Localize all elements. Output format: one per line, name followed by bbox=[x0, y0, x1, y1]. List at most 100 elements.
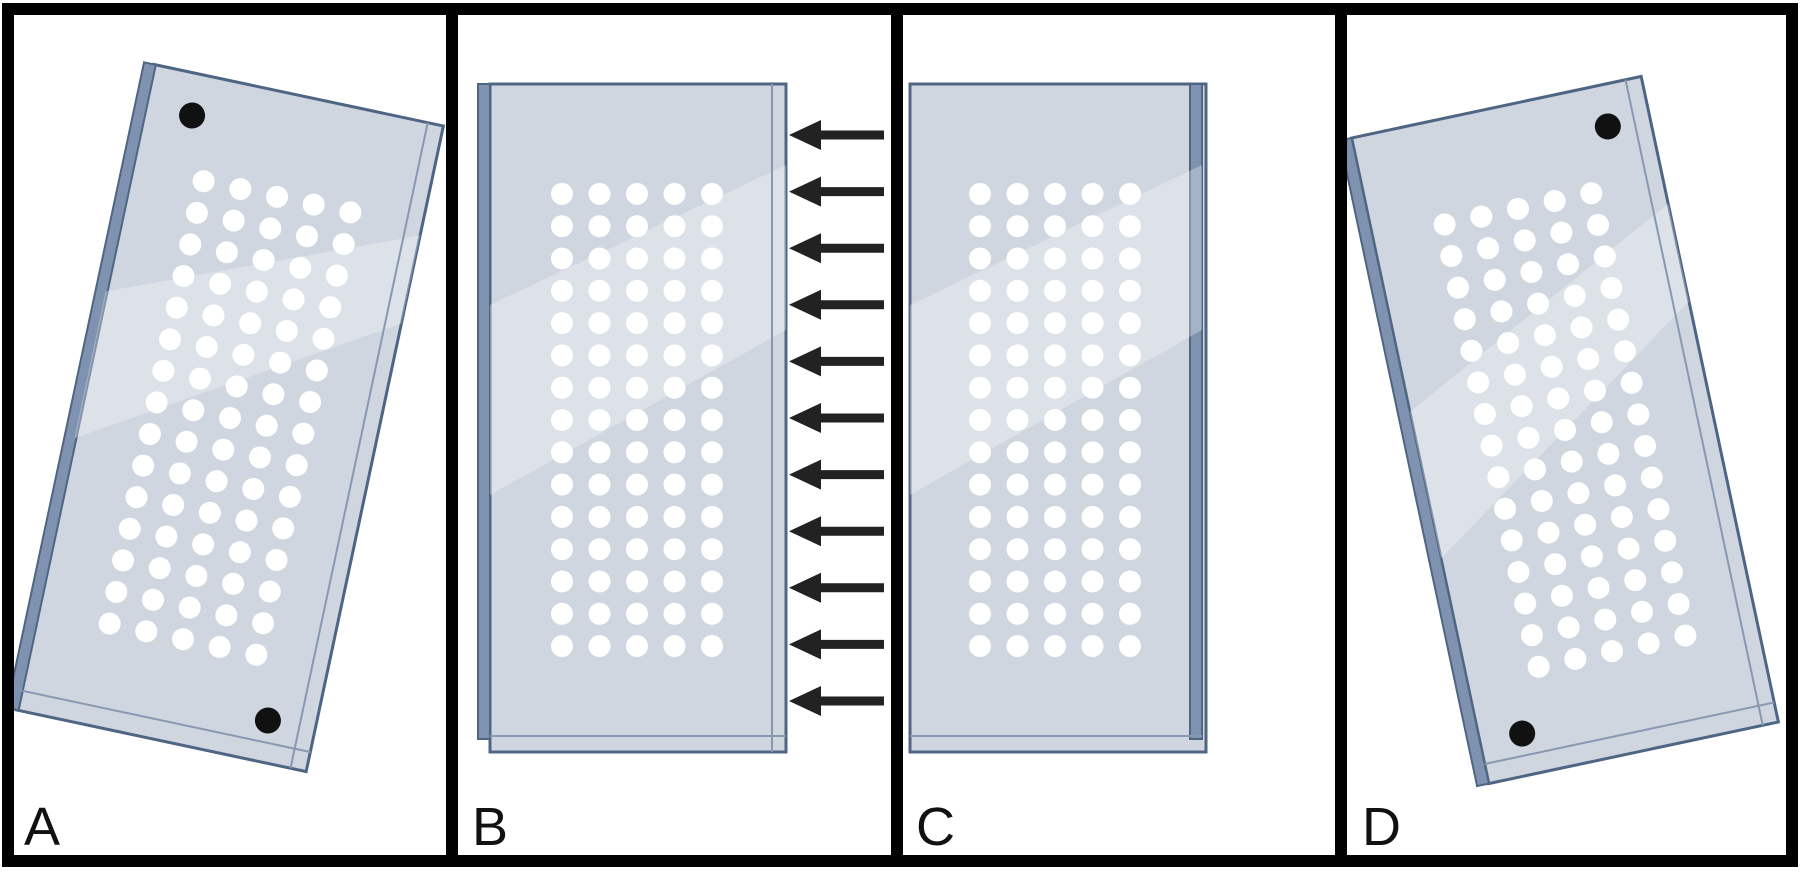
hole bbox=[242, 477, 265, 500]
hole bbox=[663, 247, 686, 270]
hole bbox=[1460, 339, 1483, 362]
hole bbox=[663, 635, 686, 658]
hole bbox=[588, 182, 611, 205]
hole bbox=[626, 182, 648, 205]
hole bbox=[225, 375, 248, 398]
hole bbox=[1617, 537, 1640, 560]
hole bbox=[1006, 538, 1029, 561]
hole bbox=[969, 344, 991, 367]
hole bbox=[551, 570, 573, 593]
glass-plate-b bbox=[477, 82, 788, 754]
hole bbox=[626, 409, 648, 431]
arrow bbox=[789, 459, 884, 490]
hole bbox=[1119, 376, 1141, 399]
hole bbox=[1119, 215, 1141, 238]
hole bbox=[165, 296, 188, 319]
hole bbox=[1119, 279, 1141, 302]
hole bbox=[1119, 570, 1141, 593]
hole bbox=[1006, 376, 1029, 399]
arrow bbox=[789, 403, 884, 433]
hole bbox=[192, 533, 215, 556]
hole bbox=[551, 505, 573, 528]
arrow bbox=[789, 686, 884, 716]
hole bbox=[1044, 570, 1066, 593]
hole bbox=[229, 178, 252, 201]
hole bbox=[1520, 261, 1543, 284]
hole bbox=[1587, 576, 1610, 599]
hole bbox=[701, 602, 723, 625]
hole bbox=[1547, 387, 1570, 410]
hole bbox=[262, 383, 285, 406]
marker-dot bbox=[179, 102, 206, 129]
hole bbox=[588, 473, 611, 496]
hole bbox=[1467, 371, 1490, 394]
hole bbox=[969, 279, 991, 302]
hole bbox=[1527, 655, 1550, 678]
hole bbox=[663, 602, 686, 625]
hole bbox=[1473, 402, 1496, 425]
hole bbox=[969, 473, 991, 496]
hole bbox=[1081, 279, 1104, 302]
arrow bbox=[789, 233, 884, 264]
hole bbox=[1587, 213, 1610, 236]
hole bbox=[138, 423, 161, 446]
hole bbox=[969, 505, 991, 528]
hole bbox=[701, 247, 723, 270]
hole bbox=[701, 279, 723, 302]
hole bbox=[1044, 602, 1066, 625]
hole bbox=[1477, 237, 1500, 260]
hole bbox=[1580, 182, 1603, 205]
panel-label-b: B bbox=[472, 797, 508, 857]
hole bbox=[1470, 205, 1493, 228]
hole bbox=[663, 344, 686, 367]
hole bbox=[551, 602, 573, 625]
hole bbox=[198, 501, 221, 524]
hole bbox=[1006, 409, 1029, 431]
hole bbox=[1006, 215, 1029, 238]
hole bbox=[663, 215, 686, 238]
hole bbox=[969, 602, 991, 625]
hole bbox=[588, 635, 611, 658]
panel-frame bbox=[2, 3, 1798, 867]
hole bbox=[1119, 312, 1141, 335]
hole bbox=[1006, 279, 1029, 302]
hole bbox=[1550, 221, 1573, 244]
hole bbox=[663, 182, 686, 205]
hole bbox=[969, 409, 991, 431]
hole bbox=[663, 312, 686, 335]
hole bbox=[1081, 312, 1104, 335]
hole bbox=[1081, 441, 1104, 464]
hole bbox=[179, 233, 202, 256]
hole bbox=[1647, 498, 1670, 521]
hole bbox=[168, 462, 191, 485]
hole bbox=[701, 215, 723, 238]
hole bbox=[1620, 371, 1643, 394]
hole bbox=[272, 517, 295, 540]
hole bbox=[1119, 247, 1141, 270]
arrow bbox=[789, 176, 884, 207]
hole bbox=[1487, 466, 1510, 489]
hole bbox=[551, 215, 573, 238]
hole bbox=[551, 538, 573, 561]
arrow bbox=[789, 346, 884, 377]
hole bbox=[215, 604, 238, 627]
hole bbox=[258, 580, 281, 603]
hole bbox=[1081, 247, 1104, 270]
hole bbox=[255, 414, 278, 437]
marker-dot bbox=[1509, 720, 1536, 747]
hole bbox=[269, 351, 292, 374]
hole bbox=[248, 446, 271, 469]
hole bbox=[701, 473, 723, 496]
hole-grid-b bbox=[551, 182, 723, 658]
hole bbox=[969, 441, 991, 464]
hole bbox=[1044, 182, 1066, 205]
hole bbox=[162, 493, 185, 516]
hole bbox=[275, 320, 298, 343]
hole bbox=[1044, 279, 1066, 302]
hole bbox=[1119, 602, 1141, 625]
hole bbox=[1567, 482, 1590, 505]
hole bbox=[1537, 521, 1560, 544]
hole bbox=[1081, 635, 1104, 658]
hole bbox=[701, 182, 723, 205]
hole bbox=[319, 296, 342, 319]
